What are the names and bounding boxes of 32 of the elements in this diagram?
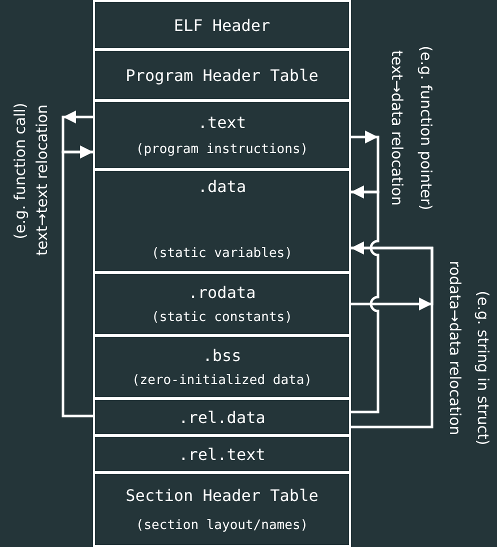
example-note: (e.g. function call) — [11, 102, 29, 240]
section-block — [93, 335, 351, 399]
connector — [62, 146, 93, 418]
relocation-label: text→text relocation — [33, 104, 51, 256]
section-description: (static variables) — [152, 246, 292, 261]
header-section — [93, 0, 351, 50]
section-block — [93, 272, 351, 336]
example-note: (e.g. function pointer) — [417, 46, 435, 210]
section-name: .bss — [202, 346, 242, 365]
header-section — [93, 49, 351, 101]
section-description: (section layout/names) — [136, 518, 308, 533]
relocation-label: text→data relocation — [388, 50, 406, 206]
relocation-label: rodata→data relocation — [446, 260, 464, 436]
section-block — [93, 169, 351, 273]
header-section — [93, 472, 351, 547]
section-block — [93, 398, 351, 436]
section-description: (static constants) — [152, 310, 292, 326]
section-name: .text — [198, 112, 246, 132]
example-note: (e.g. string in struct) — [474, 290, 492, 446]
section-name: .data — [198, 177, 246, 196]
section-name: Section Header Table — [126, 486, 318, 506]
section-name: .rel.data — [178, 408, 266, 426]
section-name: .rodata — [188, 282, 256, 302]
connector — [351, 186, 380, 414]
section-name: .rel.text — [178, 444, 266, 464]
section-block — [93, 100, 351, 170]
connector — [351, 242, 434, 428]
section-name: Program Header Table — [126, 66, 318, 84]
section-name: ELF Header — [174, 16, 270, 34]
section-description: (program instructions) — [136, 142, 308, 158]
section-block — [93, 435, 351, 473]
section-description: (zero-initialized data) — [132, 373, 312, 388]
